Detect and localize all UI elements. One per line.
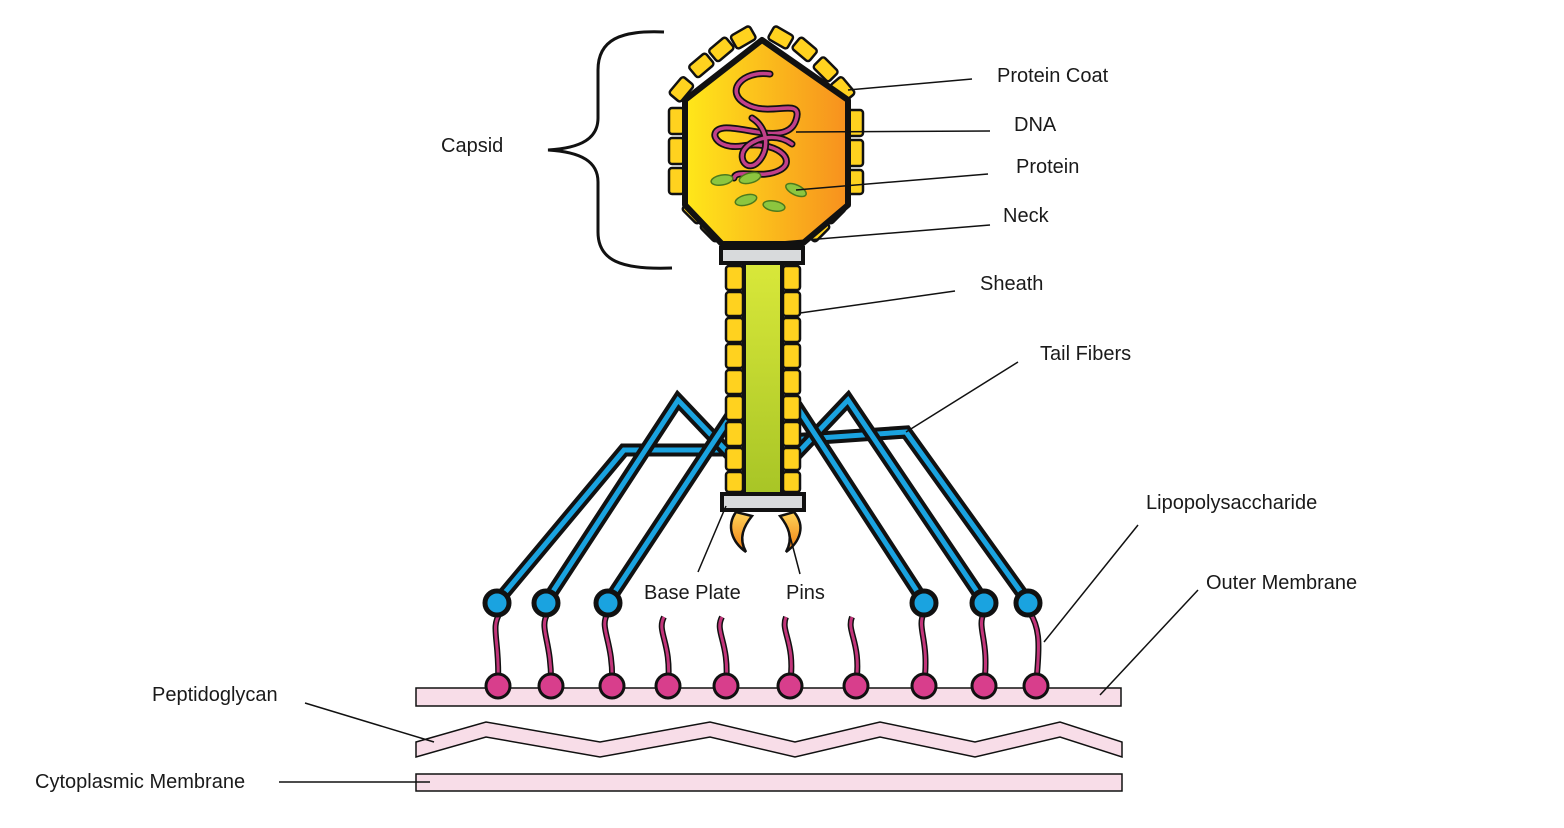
label-tail-fibers: Tail Fibers <box>1040 343 1131 365</box>
sheath-blocks-right <box>781 264 802 494</box>
lps-strand <box>537 611 565 700</box>
lps-strand <box>484 611 512 700</box>
lps-strand <box>1022 611 1050 700</box>
label-pins: Pins <box>786 582 825 604</box>
lps-strand <box>654 615 682 700</box>
leader-lines <box>279 78 1199 783</box>
leader-dna <box>795 130 991 133</box>
label-protein-coat: Protein Coat <box>997 65 1109 87</box>
lps-strand <box>970 611 998 700</box>
label-dna: DNA <box>1014 114 1057 136</box>
leader-protein-coat <box>847 78 973 91</box>
membranes <box>415 687 1123 792</box>
tail-fibers-left <box>492 389 744 607</box>
label-protein: Protein <box>1016 156 1079 178</box>
lipopolysaccharide-strands <box>484 611 1050 700</box>
labels: Capsid Protein Coat DNA Protein Neck She… <box>35 65 1357 793</box>
dna-strand <box>711 70 801 182</box>
leader-sheath <box>799 290 956 314</box>
label-outer-membrane: Outer Membrane <box>1206 572 1357 594</box>
lps-strand <box>842 615 870 700</box>
lps-strand <box>598 611 626 700</box>
label-neck: Neck <box>1003 205 1050 227</box>
tail-sheath <box>724 260 802 496</box>
cytoplasmic-membrane <box>415 773 1123 792</box>
sheath-blocks-left <box>724 264 745 494</box>
lps-strand <box>712 615 740 700</box>
label-peptidoglycan: Peptidoglycan <box>152 684 278 706</box>
leader-protein <box>795 173 989 191</box>
label-cytoplasmic-membrane: Cytoplasmic Membrane <box>35 771 245 793</box>
peptidoglycan-layer <box>415 721 1123 759</box>
leader-tail-fibers <box>905 361 1019 433</box>
leader-peptidoglycan <box>304 702 435 743</box>
outer-membrane <box>415 687 1122 707</box>
leader-outer-membrane <box>1099 589 1199 696</box>
label-base-plate: Base Plate <box>644 582 741 604</box>
label-sheath: Sheath <box>980 273 1043 295</box>
label-capsid: Capsid <box>441 135 503 157</box>
capsid-head <box>667 25 865 247</box>
label-lipopolysaccharide: Lipopolysaccharide <box>1146 492 1317 514</box>
leader-lipopolysaccharide <box>1043 524 1139 643</box>
lps-strand <box>776 615 804 700</box>
base-plate <box>720 492 806 512</box>
pins <box>729 510 802 554</box>
fiber-end-knobs <box>482 588 1043 618</box>
leader-neck <box>769 224 991 244</box>
capsid-brace <box>547 30 673 270</box>
lps-strand <box>910 611 938 700</box>
neck-collar <box>719 246 805 265</box>
leader-pins <box>789 535 801 575</box>
leader-base-plate <box>697 505 727 573</box>
